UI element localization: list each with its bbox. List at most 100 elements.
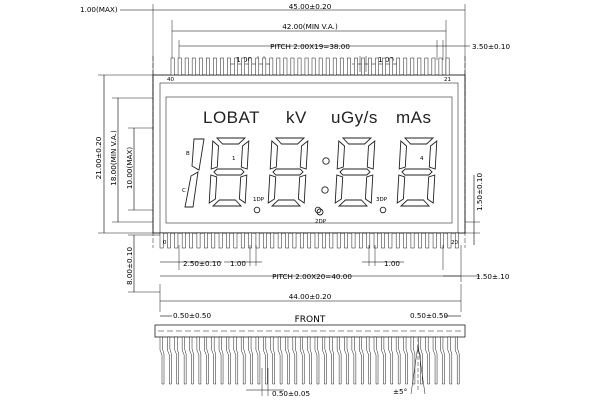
digit-segment bbox=[269, 140, 278, 170]
top-pin bbox=[206, 57, 210, 76]
top-pin bbox=[325, 57, 330, 76]
front-pin bbox=[314, 336, 320, 385]
bottom-pin bbox=[359, 232, 363, 249]
digit-segment bbox=[299, 140, 309, 170]
bottom-pin bbox=[381, 232, 385, 249]
front-pin bbox=[263, 336, 268, 385]
segment-label-b: B bbox=[186, 151, 190, 157]
digit-segment bbox=[211, 199, 243, 207]
top-pin bbox=[170, 57, 175, 76]
bottom-pin bbox=[240, 232, 245, 249]
lcd-body bbox=[152, 56, 466, 248]
bottom-pin bbox=[425, 232, 430, 249]
bottom-pin bbox=[255, 232, 260, 249]
bottom-pin bbox=[285, 232, 289, 249]
digit-segment bbox=[274, 137, 306, 145]
digit-segment bbox=[297, 174, 307, 204]
bottom-pin bbox=[366, 232, 371, 249]
bottom-small-dim-2: 1.00 bbox=[384, 259, 400, 268]
front-label: FRONT bbox=[295, 315, 326, 325]
front-pin bbox=[403, 336, 408, 385]
annunciator-row: LOBAT kV uGy/s mAs bbox=[203, 108, 432, 127]
digit-segment bbox=[426, 174, 436, 204]
front-pin bbox=[299, 336, 305, 385]
front-pin bbox=[425, 336, 430, 385]
front-pin bbox=[159, 336, 165, 385]
seven-segment-digit bbox=[396, 137, 438, 207]
top-pin bbox=[410, 57, 415, 76]
bottom-pin bbox=[211, 232, 216, 249]
top-pitch-dim: PITCH 2.00X19=38.00 bbox=[270, 42, 350, 51]
bottom-right-offset-dim: 1.50±.10 bbox=[476, 272, 510, 281]
seven-segment-digit bbox=[208, 137, 250, 207]
top-right-offset-dim: 3.50±0.10 bbox=[472, 42, 510, 51]
top-pin bbox=[276, 57, 281, 76]
front-pin bbox=[373, 336, 379, 385]
front-pin bbox=[440, 336, 445, 385]
seven-segment-digits bbox=[208, 137, 438, 214]
bottom-pin bbox=[388, 232, 393, 249]
height-total-dim: 21.00±0.20 bbox=[94, 136, 103, 179]
front-pin bbox=[322, 336, 327, 385]
top-pin bbox=[424, 57, 429, 76]
annunciator-mas: mAs bbox=[396, 108, 432, 127]
front-pin bbox=[447, 336, 453, 385]
top-pin bbox=[361, 57, 365, 76]
digit-label-4: 4 bbox=[420, 156, 424, 162]
dp-label-1: 1DP bbox=[253, 197, 265, 203]
bottom-pin bbox=[159, 232, 164, 249]
front-pin bbox=[395, 336, 401, 385]
front-pin bbox=[226, 336, 231, 385]
bottom-pin bbox=[440, 232, 444, 249]
front-pin bbox=[307, 336, 312, 385]
bottom-pin bbox=[263, 232, 267, 249]
annunciator-kv: kV bbox=[286, 108, 307, 127]
top-pin bbox=[396, 57, 401, 76]
top-pin bbox=[283, 57, 288, 76]
digit-segment bbox=[267, 174, 277, 204]
front-left-dim: 0.50±0.50 bbox=[173, 311, 211, 320]
top-pin bbox=[445, 57, 450, 76]
front-pin bbox=[196, 336, 202, 385]
seven-segment-digit bbox=[334, 137, 376, 207]
top-pin bbox=[431, 57, 436, 76]
dp-label-2: 2DP bbox=[315, 219, 327, 225]
bottom-pin bbox=[454, 232, 459, 249]
bottom-pin bbox=[373, 232, 378, 249]
decimal-point bbox=[253, 206, 261, 214]
top-pin bbox=[339, 57, 344, 76]
bottom-pin bbox=[314, 232, 319, 249]
decimal-point bbox=[379, 206, 387, 214]
digit-segment bbox=[341, 137, 373, 145]
front-pin bbox=[336, 336, 342, 385]
digit-segment bbox=[238, 174, 248, 204]
bottom-pin bbox=[432, 232, 437, 249]
right-pitch-dim: 1.50±0.10 bbox=[475, 173, 484, 211]
left-offset-dim: 2.50±0.10 bbox=[183, 259, 221, 268]
front-pin bbox=[255, 336, 261, 385]
front-right-dim: 0.50±0.50 bbox=[410, 311, 448, 320]
top-pin bbox=[375, 57, 379, 76]
bottom-pin bbox=[418, 232, 422, 249]
top-pin bbox=[184, 57, 189, 76]
height-max-dim: 10.00(MAX) bbox=[125, 147, 134, 189]
front-width-dim: 44.00±0.20 bbox=[289, 292, 332, 301]
pin-label-bottom-right: 20 bbox=[451, 240, 458, 246]
front-pin bbox=[218, 336, 224, 385]
pin-label-top-right: 21 bbox=[444, 77, 451, 83]
bottom-pin bbox=[344, 232, 348, 249]
viewing-area-dim: 42.00(MIN V.A.) bbox=[282, 22, 338, 31]
digit-segment bbox=[213, 168, 245, 176]
side-height-dim: 8.00±0.10 bbox=[125, 247, 134, 285]
top-dimensions: 45.00±0.20 1.00(MAX) 42.00(MIN V.A.) PIT… bbox=[80, 2, 510, 95]
top-pin bbox=[248, 57, 252, 76]
bottom-pin bbox=[270, 232, 275, 249]
digit-segment bbox=[240, 140, 250, 170]
bottom-pin bbox=[167, 232, 171, 249]
front-pin bbox=[277, 336, 283, 385]
bottom-pin bbox=[410, 232, 415, 249]
colon-dots bbox=[316, 157, 330, 216]
bottom-pin bbox=[204, 232, 208, 249]
top-pin bbox=[417, 57, 422, 76]
